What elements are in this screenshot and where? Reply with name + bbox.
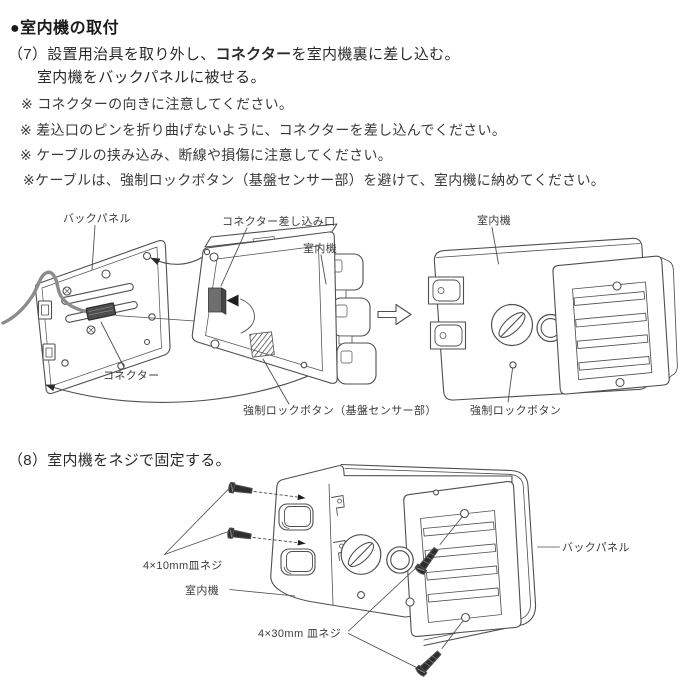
figure-step7-diagram: バックパネル コネクター差し込み口 室内機 室内機 コネクター 強制ロックボタン…	[1, 212, 678, 417]
note-cable-route: ※ケーブルは、強制ロックボタン（基盤センサー部）を避けて、室内機に納めてください…	[23, 172, 606, 188]
note-cable-damage: ※ ケーブルの挟み込み、断線や損傷に注意してください。	[20, 147, 393, 163]
cable-drawing	[1, 270, 90, 325]
thumbturn-drawing	[340, 534, 414, 599]
indoor-unit-rear-drawing	[191, 223, 377, 385]
connector-drawing	[85, 302, 117, 321]
lock-button-dot	[357, 591, 365, 599]
label-lock-button: 強制ロックボタン	[470, 404, 561, 417]
note-pins: ※ 差込口のピンを折り曲げないように、コネクターを差し込んでください。	[20, 122, 507, 138]
louver-cover-drawing	[403, 481, 522, 637]
note-connector-direction: ※ コネクターの向きに注意してください。	[21, 96, 294, 112]
direction-arrow-icon	[377, 303, 412, 326]
step-7-line2: 室内機をバックパネルに被せる。	[37, 69, 266, 86]
step-7-suffix: を室内機裏に差し込む。	[291, 46, 460, 63]
small-screws-drawing	[164, 481, 306, 555]
insert-arrow-icon	[226, 294, 239, 307]
label-screws-long: 4×30mm 皿ネジ	[258, 627, 341, 640]
label-lock-button-sensor: 強制ロックボタン（基盤センサー部）	[243, 403, 437, 417]
label-screws-small: 4×10mm皿ネジ	[143, 559, 223, 572]
label-connector-port: コネクター差し込み口	[222, 214, 336, 228]
back-panel-rim-drawing	[340, 463, 537, 647]
figure1-leader-lines	[91, 225, 513, 405]
step-8-line: （8）室内機をネジで固定する。	[8, 452, 231, 469]
step-7-emphasis: コネクター	[215, 46, 292, 63]
lock-button-dot	[509, 361, 517, 369]
figure-step8-diagram: 4×10mm皿ネジ 室内機 4×30mm 皿ネジ バックパネル	[143, 463, 630, 678]
label-indoor-unit-front: 室内機	[477, 213, 511, 227]
indoor-unit-front-drawing	[427, 237, 678, 401]
long-screws-drawing	[348, 516, 463, 678]
screw-hole-bottom	[460, 612, 471, 623]
figure2-leader-lines	[229, 546, 560, 597]
label-back-panel: バックパネル	[63, 212, 131, 225]
label-back-panel-2: バックパネル	[562, 541, 630, 554]
label-connector: コネクター	[103, 369, 160, 382]
step-7-prefix: （7）設置用治具を取り外し、	[8, 46, 216, 63]
sensor-area-hatch	[249, 331, 275, 358]
screw-hole-top	[459, 508, 470, 519]
label-indoor-unit: 室内機	[185, 583, 219, 597]
page-title: ●室内機の取付	[10, 20, 120, 37]
alignment-arrow-curve-top	[150, 254, 207, 265]
label-indoor-unit-rear: 室内機	[303, 241, 337, 255]
step-7-line1: （7）設置用治具を取り外し、コネクターを室内機裏に差し込む。	[8, 43, 460, 64]
connector-port-socket	[208, 287, 222, 313]
